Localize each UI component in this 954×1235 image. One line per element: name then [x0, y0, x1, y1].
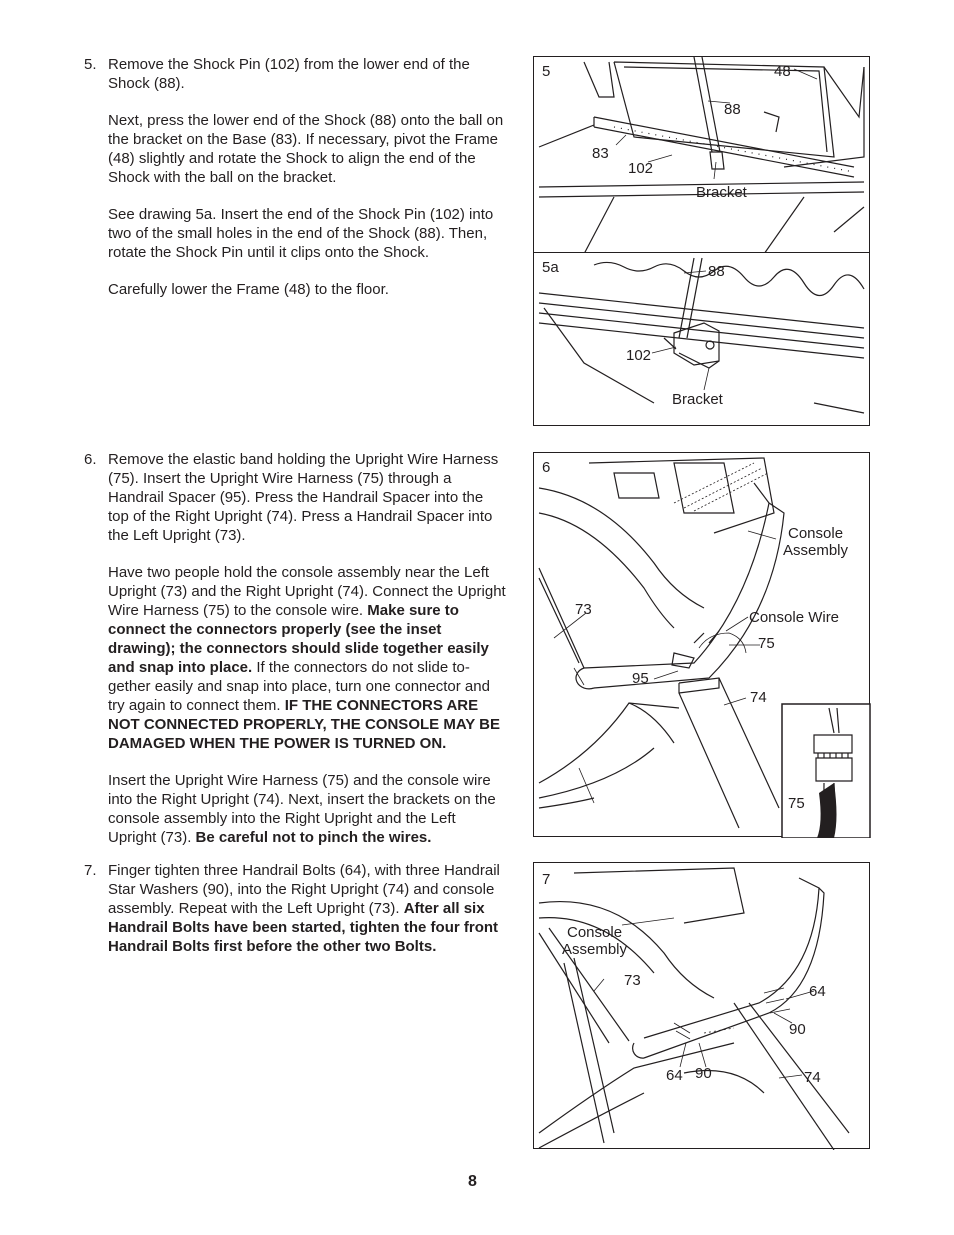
- figure-5-drawing: [538, 57, 865, 254]
- text: Finger tighten three Handrail Bolts (64)…: [108, 862, 500, 917]
- part-label-102: 102: [626, 347, 652, 364]
- part-label-73: 73: [575, 601, 592, 618]
- step-number: 5.: [84, 56, 97, 73]
- part-label-64: 64: [666, 1067, 683, 1084]
- figure-5a: 5a 88 102 Bracket: [533, 252, 870, 426]
- paragraph: Carefully lower the Frame (48) to the fl…: [108, 280, 508, 299]
- bracket-label: Bracket: [672, 391, 723, 408]
- step-5-text: Remove the Shock Pin (102) from the lowe…: [108, 55, 508, 317]
- bold-text: Be careful not to pinch the wires.: [195, 829, 432, 846]
- figure-number: 7: [542, 871, 551, 888]
- step-number: 6.: [84, 451, 97, 468]
- part-label-83: 83: [592, 145, 609, 162]
- text: Have two people hold the console assembl…: [108, 564, 506, 619]
- bracket-label: Bracket: [696, 184, 747, 201]
- inset-part-label-75: 75: [788, 795, 805, 812]
- figure-5a-drawing: [538, 257, 865, 414]
- part-label-88: 88: [708, 263, 725, 280]
- paragraph: Remove the Shock Pin (102) from the lowe…: [108, 55, 508, 93]
- paragraph: Have two people hold the console assembl…: [108, 563, 508, 753]
- figure-number: 6: [542, 459, 551, 476]
- figure-7-drawing: [538, 867, 850, 1150]
- step-7-text: Finger tighten three Handrail Bolts (64)…: [108, 861, 508, 974]
- part-label-73: 73: [624, 972, 641, 989]
- text: Remove the Shock Pin (102) from the lowe…: [108, 56, 470, 92]
- part-label-48: 48: [774, 63, 791, 80]
- console-wire-label: Console Wire: [749, 609, 840, 626]
- part-label-64: 64: [809, 983, 826, 1000]
- console-assembly-label-line2: Assembly: [562, 941, 628, 958]
- text: If the connectors do not slide to-gether…: [108, 659, 490, 714]
- console-assembly-label-line1: Console: [567, 924, 623, 941]
- part-label-102: 102: [628, 160, 654, 177]
- paragraph: Next, press the lower end of the Shock (…: [108, 111, 508, 187]
- text: Insert the Upright Wire Harness (75) and…: [108, 772, 496, 846]
- figure-6: 6 Console Assembly 73 Console Wire 75 95…: [533, 452, 871, 838]
- part-label-90: 90: [695, 1065, 712, 1082]
- part-label-90: 90: [789, 1021, 806, 1038]
- figure-5: 5 48 88 83 102 Bracket: [533, 56, 870, 254]
- paragraph: Finger tighten three Handrail Bolts (64)…: [108, 861, 508, 956]
- paragraph: Insert the Upright Wire Harness (75) and…: [108, 771, 508, 847]
- figure-7: 7 Console Assembly 73 64 90 64 90 74: [533, 862, 870, 1150]
- text: Next, press the lower end of the Shock (…: [108, 112, 504, 186]
- figure-number: 5a: [542, 259, 559, 276]
- text: Remove the elastic band holding the Upri…: [108, 451, 499, 544]
- part-label-75: 75: [758, 635, 775, 652]
- paragraph: See drawing 5a. Insert the end of the Sh…: [108, 205, 508, 262]
- part-label-88: 88: [724, 101, 741, 118]
- part-label-74: 74: [750, 689, 767, 706]
- bold-text: Make sure to connect the connectors prop…: [108, 602, 489, 676]
- page-number: 8: [468, 1173, 477, 1190]
- bold-text: After all six Handrail Bolts have been s…: [108, 900, 499, 955]
- figure-6-drawing: [538, 457, 871, 838]
- bold-text: IF THE CONNECTORS ARE NOT CONNECTED PROP…: [108, 697, 501, 752]
- part-label-95: 95: [632, 670, 649, 687]
- paragraph: Remove the elastic band holding the Upri…: [108, 450, 508, 545]
- part-label-74: 74: [804, 1069, 821, 1086]
- console-assembly-label-line2: Assembly: [783, 542, 849, 559]
- text: See drawing 5a. Insert the end of the Sh…: [108, 206, 494, 261]
- step-6-text: Remove the elastic band holding the Upri…: [108, 450, 508, 865]
- step-number: 7.: [84, 862, 97, 879]
- figure-number: 5: [542, 63, 551, 80]
- text: Carefully lower the Frame (48) to the fl…: [108, 281, 389, 298]
- console-assembly-label-line1: Console: [788, 525, 844, 542]
